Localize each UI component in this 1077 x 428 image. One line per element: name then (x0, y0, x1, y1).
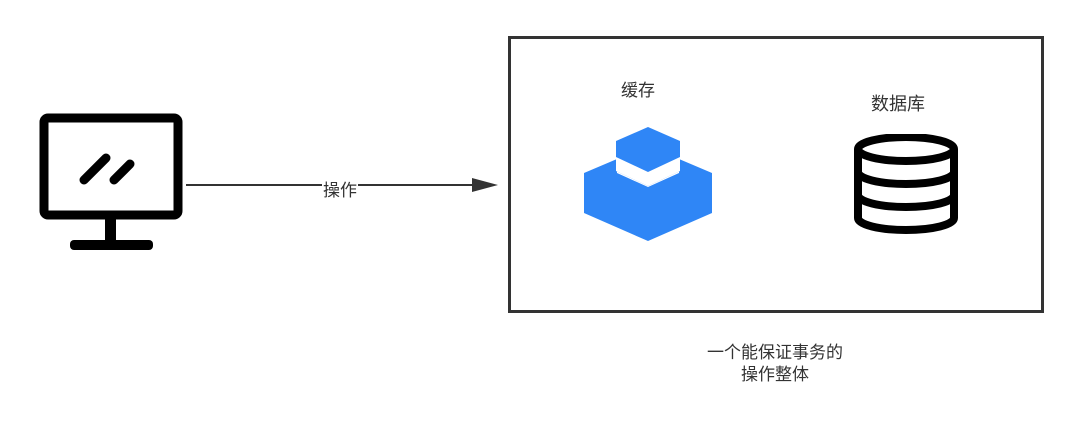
group-caption-line1: 一个能保证事务的 (707, 343, 843, 363)
cache-layers-icon (584, 127, 712, 241)
database-label: 数据库 (871, 94, 925, 115)
monitor-icon (39, 113, 183, 250)
group-caption-line2: 操作整体 (741, 365, 809, 385)
cache-label: 缓存 (621, 81, 655, 101)
group-caption: 一个能保证事务的 操作整体 (640, 342, 910, 386)
database-icon (854, 134, 958, 234)
arrow-label: 操作 (322, 176, 358, 201)
